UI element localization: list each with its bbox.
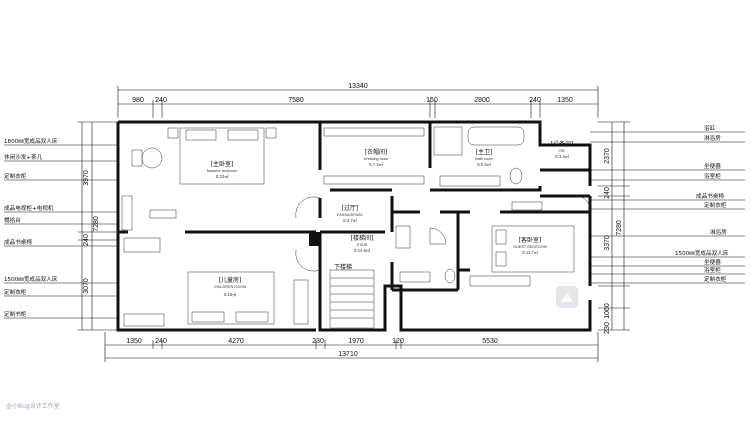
- right-label-1: 浴缸: [704, 124, 716, 132]
- room-en: Masters' bedroom: [207, 169, 237, 173]
- room-area: S:22㎡: [216, 173, 230, 179]
- right-dimension-lines: [598, 121, 630, 331]
- room-name: [设备间]: [551, 140, 574, 148]
- top-total-dimension: 13340: [348, 83, 368, 90]
- room-name: [衣帽间]: [365, 148, 388, 156]
- right-dimension-1: 2370: [604, 148, 611, 164]
- top-dimension-lines: [117, 86, 599, 118]
- left-leader-lines: [4, 144, 118, 319]
- left-dimension-4: 3070: [83, 278, 90, 294]
- right-leader-lines: [590, 131, 745, 284]
- room-guest: [客卧室] GUEST BEDROOM S:11.7㎡: [513, 236, 547, 255]
- bottom-total-dimension: 13710: [338, 351, 358, 358]
- room-name: [主卧室]: [211, 160, 234, 168]
- right-dimension-2: 240: [604, 187, 611, 199]
- room-area: S:11.7㎡: [522, 249, 539, 255]
- right-dimension-4: 3370: [604, 235, 611, 251]
- top-dimension-6: 240: [529, 97, 541, 104]
- left-label-7: 1500㎜宽成品双人床: [4, 275, 58, 283]
- left-label-9: 定制书柜: [4, 310, 27, 318]
- room-name: [主卫]: [476, 148, 493, 156]
- watermark-text: @小Bug设计工作室: [6, 402, 60, 410]
- room-stair: [楼梯间] STAIR S:14.6㎡: [351, 234, 374, 253]
- left-label-6: 成品书桌椅: [4, 238, 32, 246]
- down-stairs-label: 下楼梯: [334, 263, 352, 271]
- room-area: S:6.6㎡: [477, 161, 492, 167]
- room-area: S:14.6㎡: [354, 247, 371, 253]
- bottom-dimension-5: 1970: [348, 338, 364, 345]
- room-en: GUEST BEDROOM: [513, 245, 547, 249]
- top-dimension-4: 150: [426, 97, 438, 104]
- bottom-dimension-2: 240: [155, 338, 167, 345]
- left-label-4: 成品电视柜+电视机: [4, 204, 54, 212]
- top-dimension-3: 7580: [288, 97, 304, 104]
- top-dimension-5: 2800: [474, 97, 490, 104]
- room-en: Bath room: [475, 157, 493, 161]
- right-label-10: 浴室柜: [704, 266, 721, 274]
- left-dimension-1: 3970: [83, 170, 90, 186]
- left-label-5: 榻拾台: [4, 216, 21, 224]
- right-dimension-6: 230: [604, 322, 611, 334]
- left-label-8: 定制衣柜: [4, 288, 27, 296]
- watermark-logo: [556, 286, 578, 308]
- right-label-9: 坐便器: [704, 258, 721, 266]
- right-label-4: 浴室柜: [704, 172, 721, 180]
- room-area: S:15㎡: [224, 291, 238, 297]
- room-master: [主卧室] Masters' bedroom S:22㎡: [207, 160, 237, 179]
- room-passage: [过厅] PASSAGEWAY S:4.7㎡: [337, 204, 364, 223]
- left-label-3: 定制衣柜: [4, 172, 27, 180]
- walls: [116, 120, 592, 332]
- top-dimension-7: 1350: [557, 97, 573, 104]
- bottom-dimension-7: 5530: [482, 338, 498, 345]
- furniture: [121, 126, 591, 329]
- top-dimension-2: 240: [155, 97, 167, 104]
- room-equipment: [设备间] ER S:3.2㎡: [551, 140, 574, 159]
- left-dimension-lines: [78, 121, 118, 331]
- bottom-dimension-1: 1350: [126, 338, 142, 345]
- right-label-6: 定制衣柜: [704, 201, 727, 209]
- left-dimension-3: 240: [83, 234, 90, 246]
- room-name: [过厅]: [342, 204, 359, 212]
- left-label-1: 1800㎜宽成品双人床: [4, 137, 58, 145]
- room-area: S:3.2㎡: [555, 153, 570, 159]
- right-label-5: 成品书桌椅: [696, 192, 724, 200]
- room-name: [儿童房]: [219, 276, 242, 284]
- room-dressing: [衣帽间] Dressing room S:7.2㎡: [364, 148, 389, 167]
- room-area: S:4.7㎡: [343, 217, 358, 223]
- room-area: S:7.2㎡: [369, 161, 384, 167]
- right-label-2: 淋浴房: [704, 134, 721, 142]
- bottom-dimension-6: 120: [392, 338, 404, 345]
- room-en: ER: [559, 149, 565, 153]
- bottom-dimension-3: 4270: [228, 338, 244, 345]
- right-label-3: 坐便器: [704, 162, 721, 170]
- room-name: [客卧室]: [519, 236, 542, 244]
- room-en: STAIR: [357, 243, 368, 247]
- room-bath: [主卫] Bath room S:6.6㎡: [475, 148, 493, 167]
- bottom-dimension-lines: [104, 332, 599, 362]
- bottom-dimension-4: 230: [312, 338, 324, 345]
- right-dimension-5: 1060: [604, 303, 611, 319]
- left-label-2: 休闲沙发+茶几: [4, 153, 43, 161]
- right-label-8: 1500㎜宽成品双人床: [675, 249, 729, 257]
- room-en: CHILDREN ROOM: [214, 285, 246, 289]
- room-en: PASSAGEWAY: [337, 213, 364, 217]
- room-children: [儿童房] CHILDREN ROOM S:15㎡: [214, 276, 246, 297]
- right-dimension-3: 7280: [616, 220, 623, 236]
- right-label-11: 定制衣柜: [704, 275, 727, 283]
- room-name: [楼梯间]: [351, 234, 374, 242]
- top-dimension-1: 980: [132, 97, 144, 104]
- right-label-7: 淋浴房: [710, 228, 727, 236]
- room-en: Dressing room: [364, 157, 389, 161]
